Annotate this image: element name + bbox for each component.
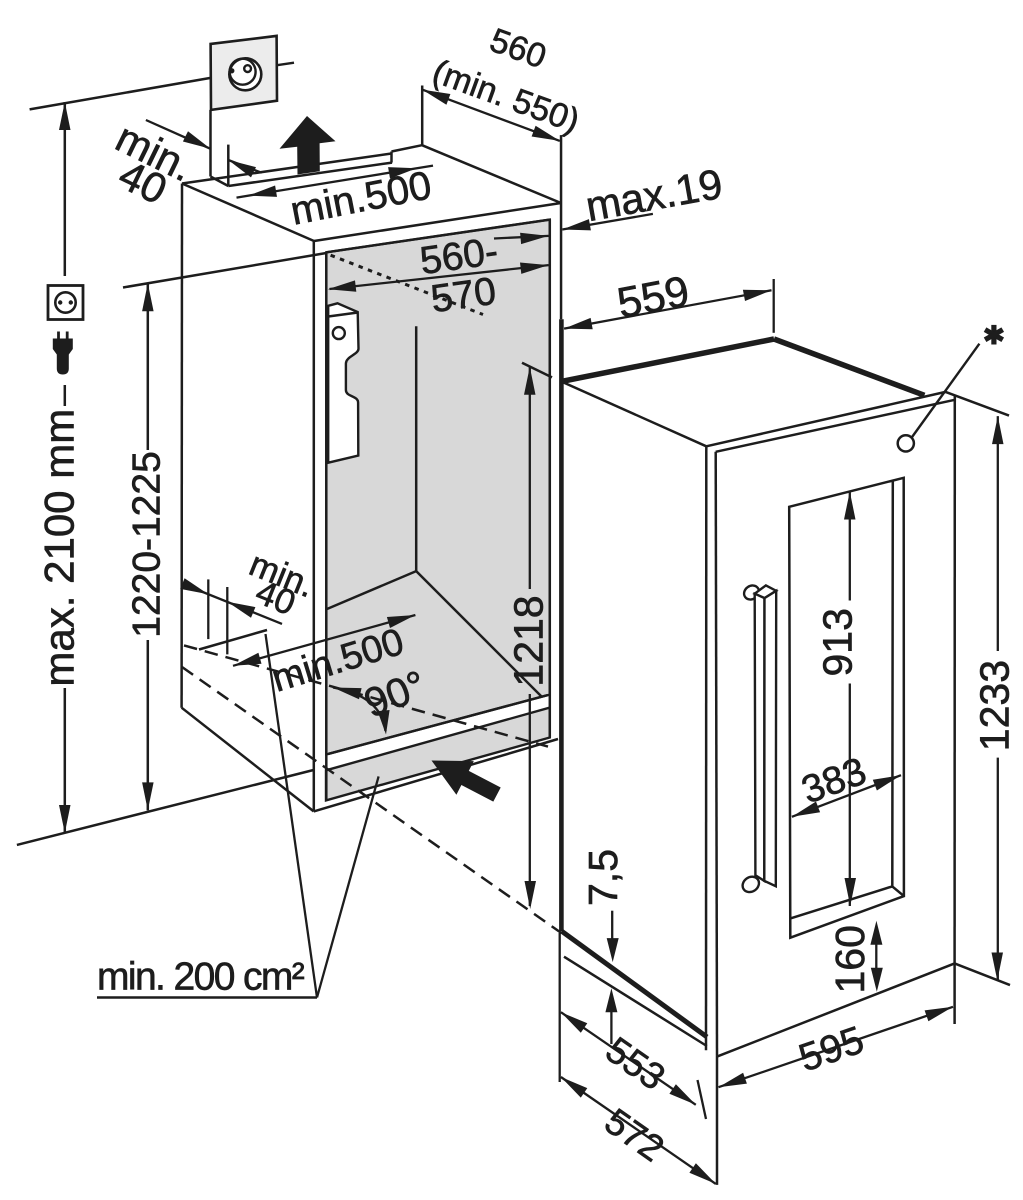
svg-text:913: 913 (815, 608, 861, 676)
svg-text:1218: 1218 (505, 595, 551, 686)
svg-text:1220-1225: 1220-1225 (126, 451, 169, 638)
svg-text:7,5: 7,5 (580, 849, 626, 906)
svg-text:1233: 1233 (971, 660, 1017, 751)
svg-text:max. 2100 mm: max. 2100 mm (36, 409, 83, 687)
svg-text:min. 200 cm²: min. 200 cm² (97, 956, 305, 999)
svg-text:160: 160 (827, 925, 873, 993)
svg-text:570: 570 (428, 270, 498, 322)
